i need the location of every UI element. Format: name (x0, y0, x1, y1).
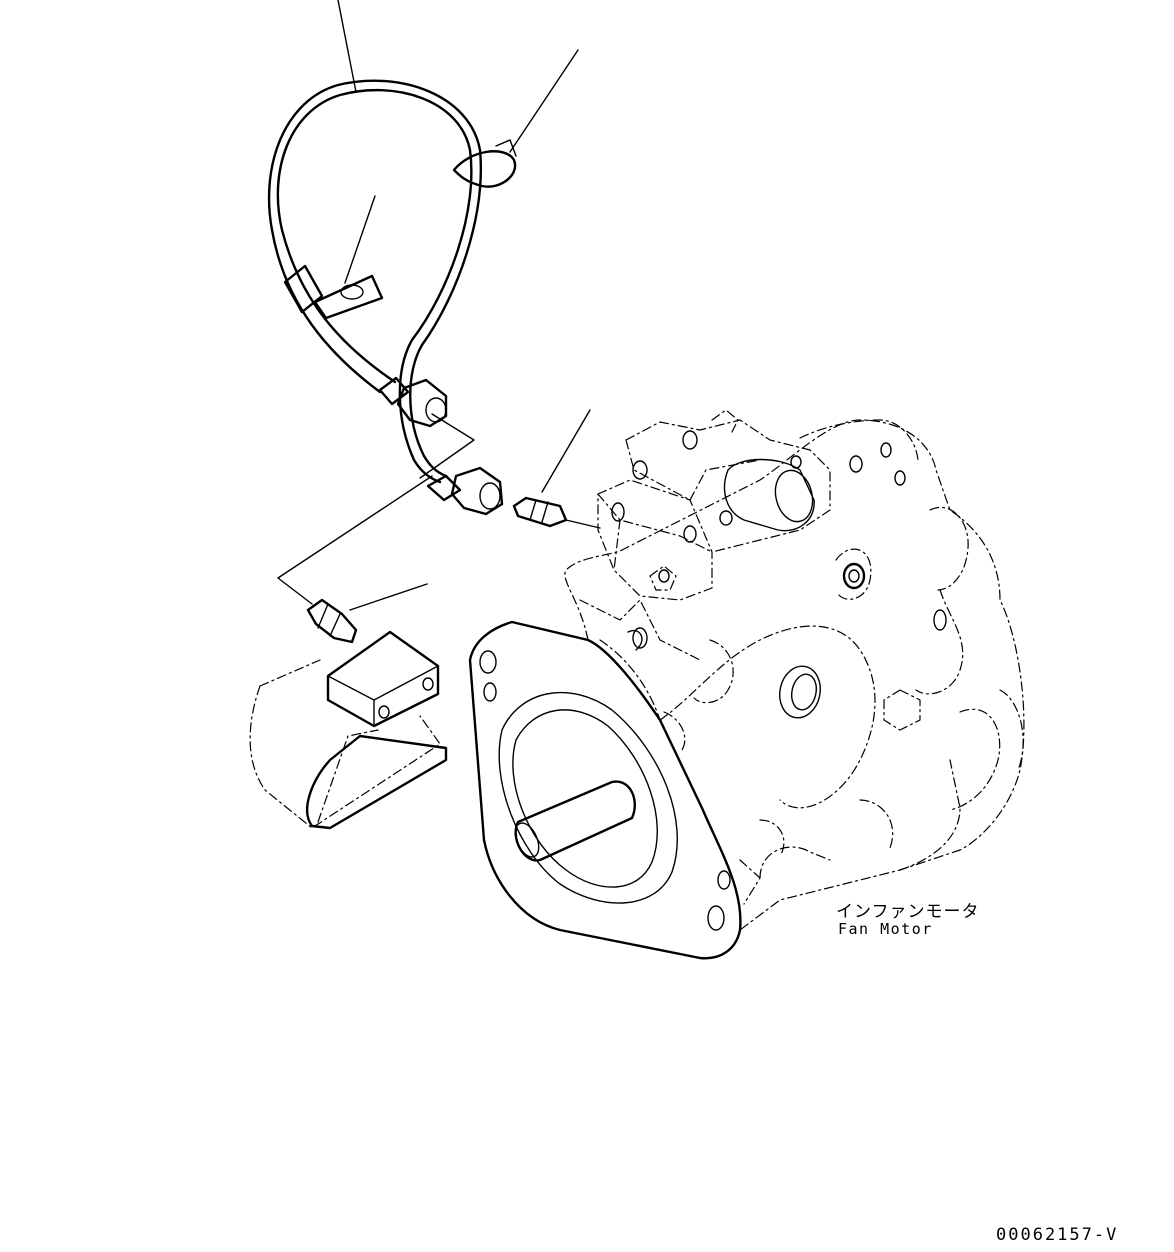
connector-fitting (512, 496, 601, 529)
hose-assembly (267, 79, 517, 516)
leader-line-branch-2 (277, 475, 433, 605)
leader-line-nipple (349, 583, 428, 611)
fan-motor (468, 419, 1025, 960)
component-label-japanese: インファンモータ (836, 902, 980, 922)
leader-line-branch (419, 413, 475, 479)
leader-line-fitting (541, 409, 591, 493)
leader-line-hose (337, 0, 357, 93)
nipple-fitting (306, 598, 358, 644)
leader-line-bracket (344, 195, 376, 284)
leader-lines (277, 0, 591, 611)
leader-line-clip (509, 49, 579, 153)
drawing-number: 00062157-V (996, 1225, 1119, 1245)
component-label-english: Fan Motor (838, 920, 933, 938)
mounting-block (249, 630, 448, 830)
control-valve (597, 409, 831, 601)
